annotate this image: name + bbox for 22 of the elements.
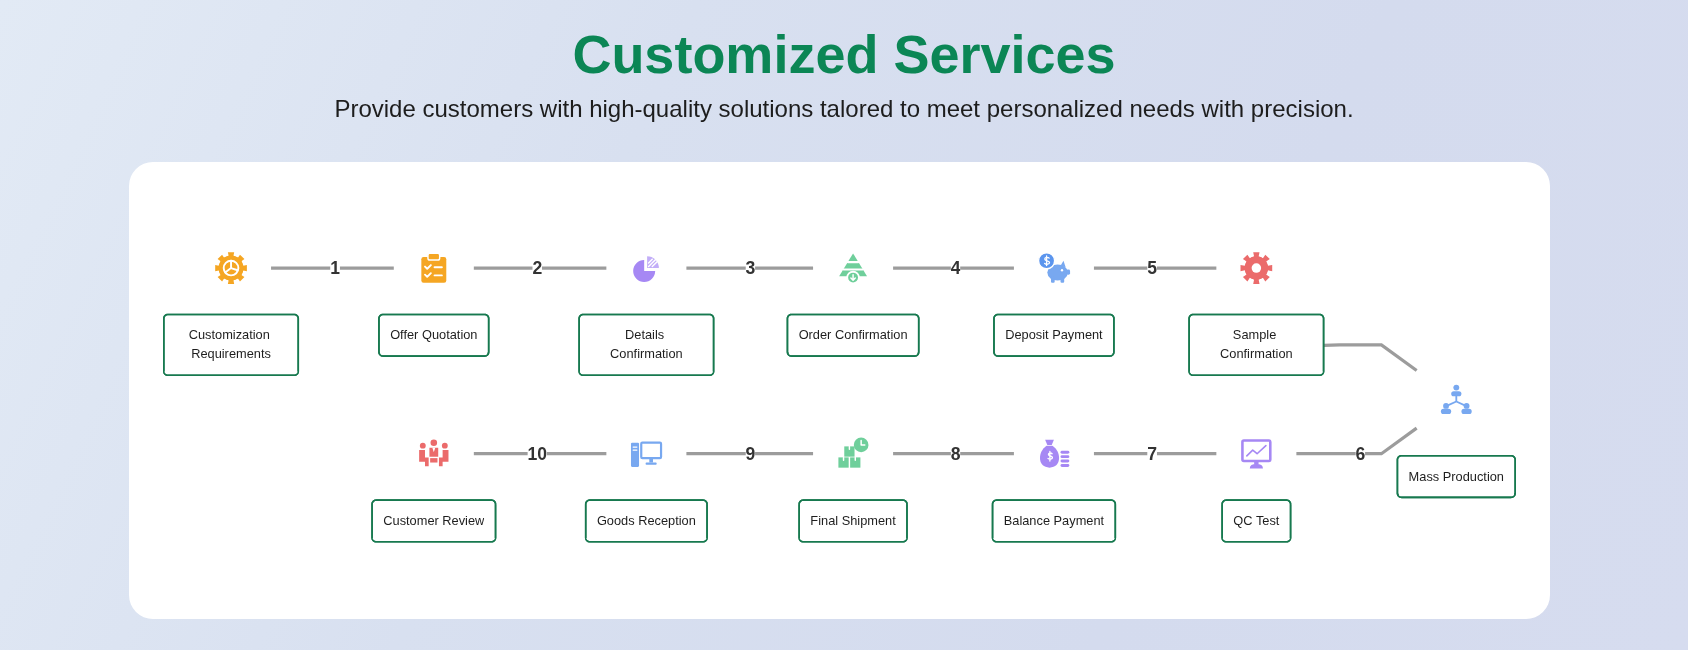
connector [893, 452, 1014, 456]
gear-icon [1238, 250, 1274, 286]
connector [893, 266, 1014, 270]
edge-label: 5 [1147, 258, 1158, 279]
connector [1296, 426, 1418, 456]
connector [271, 266, 394, 270]
connector [1323, 343, 1418, 372]
connector [686, 266, 814, 270]
connector [473, 452, 607, 456]
edge-label: 3 [745, 258, 756, 279]
connector [686, 452, 814, 456]
edge-label: 1 [330, 258, 341, 279]
edge-label: 10 [527, 443, 548, 464]
piggy-bank-icon [1036, 250, 1072, 286]
edge-label: 4 [950, 258, 961, 279]
edge-label: 2 [532, 258, 543, 279]
connector [1093, 266, 1217, 270]
connector [473, 266, 607, 270]
connector [1093, 452, 1217, 456]
gear-icon [213, 250, 249, 286]
subtitle: Provide customers with high-quality solutions talored to meet personalized needs with precision. [334, 94, 1354, 124]
title: Customized Services [572, 23, 1116, 86]
